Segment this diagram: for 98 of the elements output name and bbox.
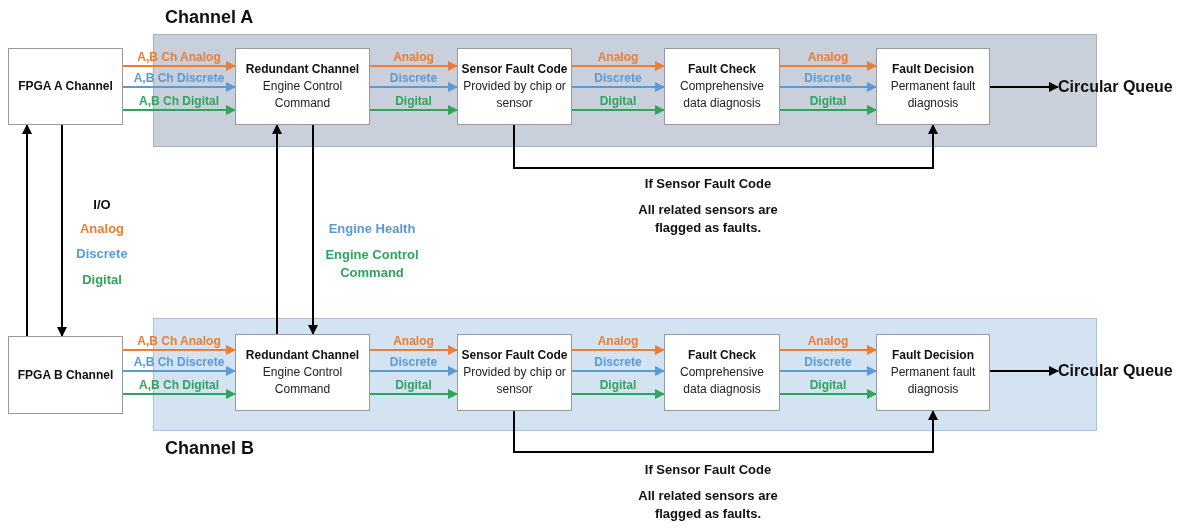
process-box <box>8 336 123 414</box>
arrow <box>122 105 236 115</box>
note-text: All related sensors are flagged as faults. <box>638 487 778 523</box>
arrow <box>369 61 458 71</box>
edge-label: Digital <box>809 378 847 392</box>
box-text: Engine Control Command <box>261 78 344 112</box>
arrow <box>513 124 938 169</box>
box-title: Fault Check <box>688 347 756 364</box>
arrow <box>571 61 665 71</box>
arrow <box>369 389 458 399</box>
process-box <box>235 334 370 411</box>
note-text: Engine Control Command <box>324 246 420 282</box>
arrow <box>571 82 665 92</box>
note-text: If Sensor Fault Code <box>643 175 773 193</box>
edge-label: Digital <box>809 94 847 108</box>
output-label: Circular Queue <box>1058 75 1190 99</box>
edge-label: Digital <box>395 378 432 392</box>
arrow <box>22 124 32 337</box>
process-box <box>457 48 572 125</box>
box-title: Redundant Channel <box>245 61 360 78</box>
box-text: Comprehensive data diagnosis <box>678 78 765 112</box>
box-text: Permanent fault diagnosis <box>889 364 977 398</box>
box-text: Provided by chip or sensor <box>462 78 567 112</box>
edge-label: Analog <box>597 50 639 64</box>
box-title: Sensor Fault Code <box>461 347 568 364</box>
arrow <box>122 61 236 71</box>
edge-label: Analog <box>597 334 639 348</box>
process-box <box>876 334 990 411</box>
arrow <box>513 410 938 453</box>
box-title: FPGA B Channel <box>17 366 114 384</box>
edge-label: Discrete <box>389 71 438 85</box>
edge-label: Discrete <box>594 71 642 85</box>
note-text: If Sensor Fault Code <box>643 461 773 479</box>
box-title: Sensor Fault Code <box>461 61 568 78</box>
edge-label: Analog <box>807 334 849 348</box>
note-text: Engine Health <box>327 220 417 238</box>
edge-label: Discrete <box>804 71 852 85</box>
arrow <box>779 61 877 71</box>
box-text: Engine Control Command <box>261 364 344 398</box>
edge-label: Discrete <box>594 355 642 369</box>
box-text: Comprehensive data diagnosis <box>678 364 765 398</box>
channel-title: Channel B <box>165 437 254 460</box>
arrow <box>369 82 458 92</box>
note-text: Analog <box>78 220 126 238</box>
edge-label: A,B Ch Digital <box>139 378 219 392</box>
edge-label: Analog <box>807 50 849 64</box>
edge-label: Discrete <box>389 355 438 369</box>
edge-label: Digital <box>395 94 432 108</box>
arrow <box>989 366 1059 376</box>
box-title: Fault Check <box>688 61 756 78</box>
arrow <box>779 366 877 376</box>
note-text: Digital <box>81 271 123 289</box>
arrow <box>122 366 236 376</box>
arrow <box>779 389 877 399</box>
arrow <box>779 82 877 92</box>
edge-label: A,B Ch Digital <box>139 94 219 108</box>
arrow <box>369 345 458 355</box>
process-box <box>664 48 780 125</box>
output-label: Circular Queue <box>1058 359 1190 383</box>
box-title: FPGA A Channel <box>18 78 113 95</box>
arrow <box>272 124 282 335</box>
edge-label: A,B Ch Analog <box>137 334 221 348</box>
box-title: Fault Decision <box>892 61 974 78</box>
edge-label: A,B Ch Analog <box>137 50 221 64</box>
edge-label: Analog <box>393 50 434 64</box>
process-box <box>235 48 370 125</box>
edge-label: Discrete <box>804 355 852 369</box>
process-box <box>457 334 572 411</box>
box-text: Permanent fault diagnosis <box>889 78 977 112</box>
process-box <box>8 48 123 125</box>
arrow <box>779 345 877 355</box>
channel-title: Channel A <box>165 6 254 29</box>
note-text: Discrete <box>75 245 129 263</box>
arrow <box>122 345 236 355</box>
process-box <box>664 334 780 411</box>
edge-label: Digital <box>599 94 637 108</box>
edge-label: A,B Ch Discrete <box>133 71 225 85</box>
arrow <box>571 105 665 115</box>
note-text: All related sensors are flagged as faults. <box>638 201 778 237</box>
arrow <box>369 105 458 115</box>
arrow <box>571 345 665 355</box>
arrow <box>571 366 665 376</box>
box-text: Provided by chip or sensor <box>462 364 567 398</box>
arrow <box>779 105 877 115</box>
arrow <box>308 124 318 335</box>
edge-label: Analog <box>393 334 434 348</box>
arrow <box>571 389 665 399</box>
arrow <box>122 82 236 92</box>
box-title: Fault Decision <box>892 347 974 364</box>
note-text: I/O <box>92 196 112 214</box>
process-box <box>876 48 990 125</box>
arrow <box>122 389 236 399</box>
edge-label: A,B Ch Discrete <box>133 355 225 369</box>
box-title: Redundant Channel <box>245 347 360 364</box>
edge-label: Digital <box>599 378 637 392</box>
arrow <box>369 366 458 376</box>
arrow <box>989 82 1059 92</box>
arrow <box>57 124 67 337</box>
